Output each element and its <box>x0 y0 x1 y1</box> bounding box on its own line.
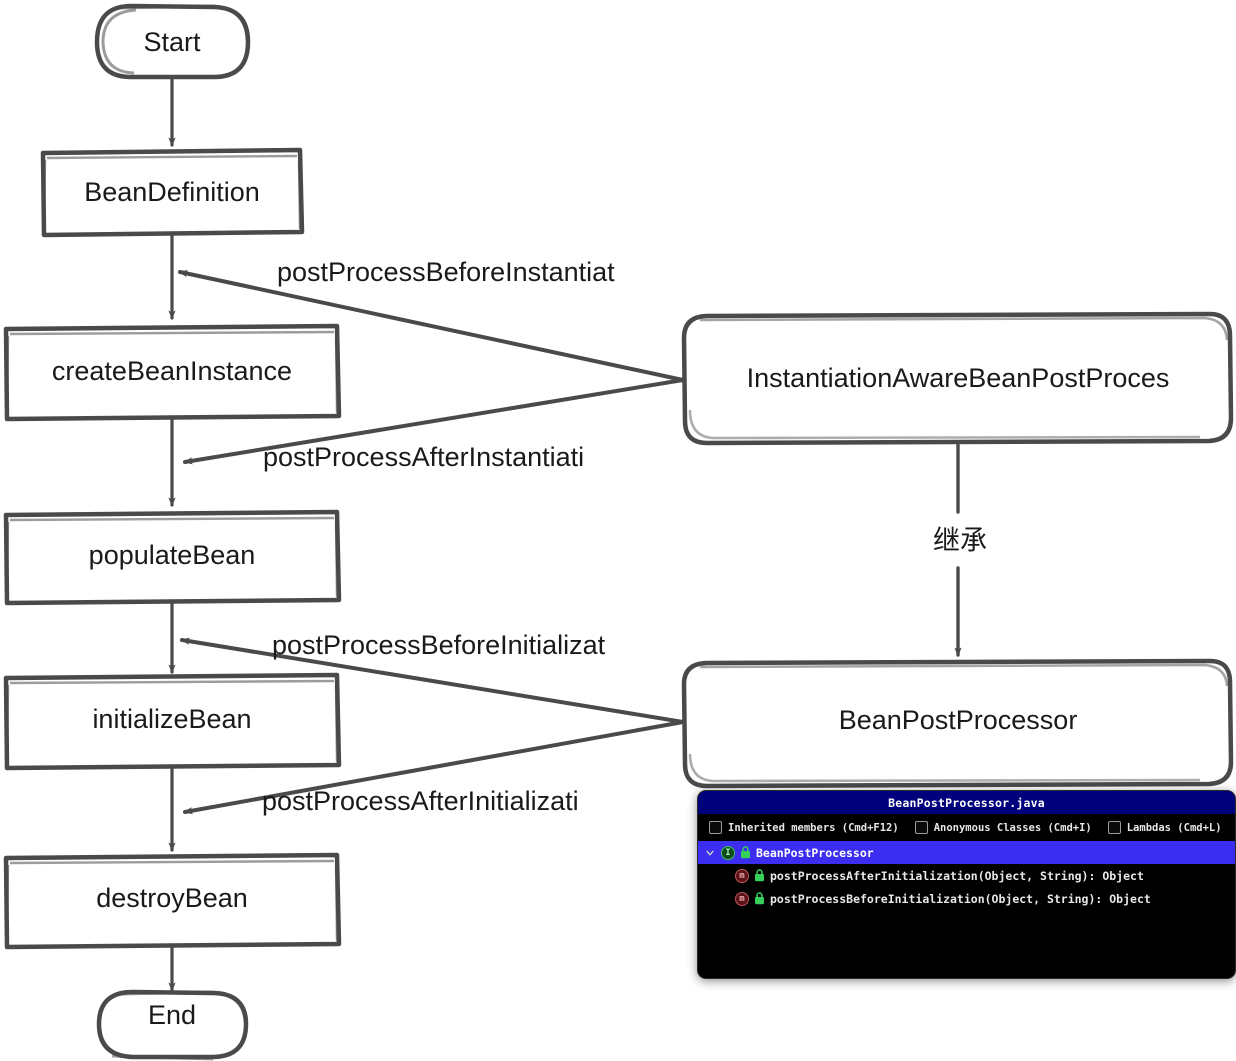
node-populatebean[interactable]: populateBean <box>3 509 342 606</box>
edge-label-after-initialization: postProcessAfterInitializati <box>262 786 579 816</box>
edge-label-inheritance: 继承 <box>933 526 987 557</box>
method-icon: m <box>735 868 749 883</box>
checkbox-box-icon[interactable] <box>709 821 722 834</box>
edge-bpp-after-initialization <box>183 720 685 815</box>
lock-icon <box>754 869 765 882</box>
node-label: populateBean <box>89 540 256 570</box>
node-label: End <box>148 1000 196 1030</box>
lock-icon <box>754 892 765 905</box>
node-initializebean[interactable]: initializeBean <box>3 672 342 771</box>
popup-title-bar: BeanPostProcessor.java <box>698 791 1235 814</box>
checkbox-label: Anonymous Classes (Cmd+I) <box>933 821 1092 834</box>
file-structure-popup[interactable]: BeanPostProcessor.java Inherited members… <box>697 790 1236 979</box>
node-label: BeanPostProcessor <box>839 705 1078 735</box>
node-destroybean[interactable]: destroyBean <box>3 852 342 950</box>
node-instantiationawarebeanpostprocessor[interactable]: InstantiationAwareBeanPostProces <box>681 311 1234 446</box>
method-icon: m <box>735 891 749 906</box>
node-beandefinition[interactable]: BeanDefinition <box>40 147 305 238</box>
node-label: BeanDefinition <box>84 177 260 207</box>
checkbox-box-icon[interactable] <box>914 821 928 834</box>
node-beanpostprocessor[interactable]: BeanPostProcessor <box>681 658 1234 789</box>
tree-row-method-postprocessbeforeinitialization[interactable]: m postProcessBeforeInitialization(Object… <box>698 887 1235 910</box>
checkbox-anonymous-classes[interactable]: Anonymous Classes (Cmd+I) <box>914 821 1092 834</box>
popup-toolbar: Inherited members (Cmd+F12) Anonymous Cl… <box>698 814 1235 841</box>
edge-group <box>168 73 958 992</box>
node-createbeaninstance[interactable]: createBeanInstance <box>3 323 342 422</box>
tree-row-interface-beanpostprocessor[interactable]: I BeanPostProcessor <box>698 841 1235 864</box>
edge-label-before-instantiation: postProcessBeforeInstantiat <box>277 257 615 287</box>
node-label: Start <box>143 27 201 57</box>
checkbox-box-icon[interactable] <box>1107 821 1121 834</box>
tree-row-label: BeanPostProcessor <box>756 845 874 860</box>
popup-title-text: BeanPostProcessor.java <box>888 795 1045 810</box>
edge-iabpp-before-instantiation <box>178 270 685 382</box>
tree-row-label: postProcessAfterInitialization(Object, S… <box>770 868 1144 883</box>
tree-row-label: postProcessBeforeInitialization(Object, … <box>770 891 1151 906</box>
tree-row-method-postprocessafterinitialization[interactable]: m postProcessAfterInitialization(Object,… <box>698 864 1235 887</box>
checkbox-label: Inherited members (Cmd+F12) <box>728 821 899 834</box>
interface-icon: I <box>721 845 735 860</box>
node-label: destroyBean <box>96 883 248 913</box>
node-start[interactable]: Start <box>94 3 251 80</box>
edge-bpp-before-initialization <box>180 637 685 724</box>
edge-label-group: postProcessBeforeInstantiat postProcessA… <box>262 257 987 816</box>
node-end[interactable]: End <box>96 989 249 1061</box>
structure-tree: I BeanPostProcessor m postPro <box>698 841 1235 910</box>
node-label: InstantiationAwareBeanPostProces <box>747 363 1170 393</box>
checkbox-lambdas[interactable]: Lambdas (Cmd+L) <box>1107 821 1222 834</box>
node-label: createBeanInstance <box>52 356 292 386</box>
edge-iabpp-after-instantiation <box>183 378 685 465</box>
lock-icon <box>740 846 751 859</box>
node-group: Start BeanDefinition createBeanInstance … <box>3 3 1234 1061</box>
edge-label-after-instantiation: postProcessAfterInstantiati <box>263 442 584 472</box>
checkbox-label: Lambdas (Cmd+L) <box>1126 821 1222 834</box>
checkbox-inherited-members[interactable]: Inherited members (Cmd+F12) <box>709 821 899 834</box>
node-label: initializeBean <box>92 704 251 734</box>
chevron-down-icon[interactable] <box>704 847 716 859</box>
edge-label-before-initialization: postProcessBeforeInitializat <box>272 630 606 660</box>
